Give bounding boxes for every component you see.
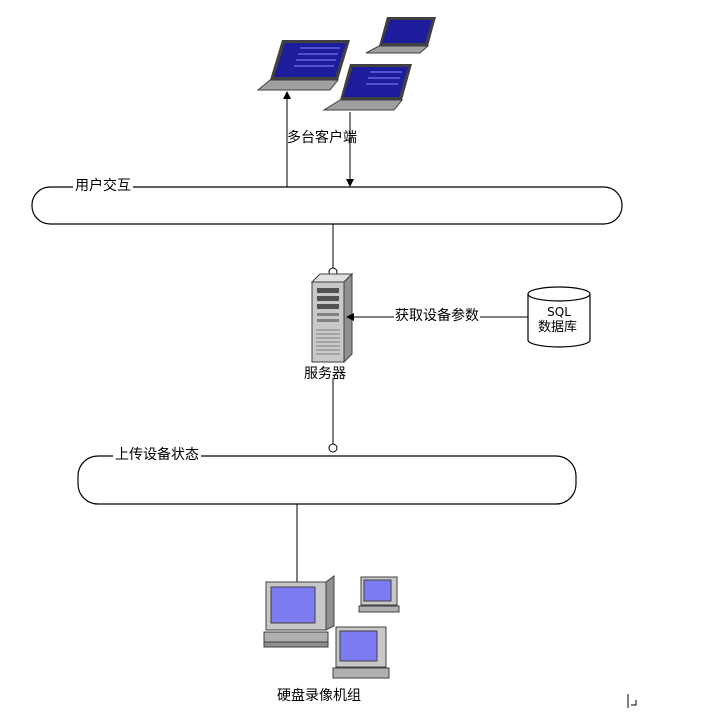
db-name-label: 数据库 (538, 320, 578, 335)
get-params-label: 获取设备参数 (394, 308, 480, 324)
clients-label: 多台客户端 (287, 130, 357, 146)
laptop-icon (256, 40, 350, 91)
upload-status-bus (77, 455, 577, 505)
dvr-group-label: 硬盘录像机组 (277, 688, 361, 704)
desktop-computer-icon (332, 626, 390, 679)
user-bus-label: 用户交互 (73, 178, 133, 194)
upload-bus-label: 上传设备状态 (113, 447, 201, 463)
server-label: 服务器 (304, 366, 346, 382)
user-interaction-bus (31, 186, 623, 225)
server-icon (310, 272, 354, 364)
db-sql-label: SQL (547, 305, 571, 319)
desktop-computer-icon (263, 575, 335, 648)
laptop-icon (365, 17, 436, 54)
laptop-icon (322, 64, 412, 111)
text-cursor-icon (627, 694, 637, 708)
database-icon (527, 286, 591, 348)
desktop-computer-icon (358, 576, 400, 613)
